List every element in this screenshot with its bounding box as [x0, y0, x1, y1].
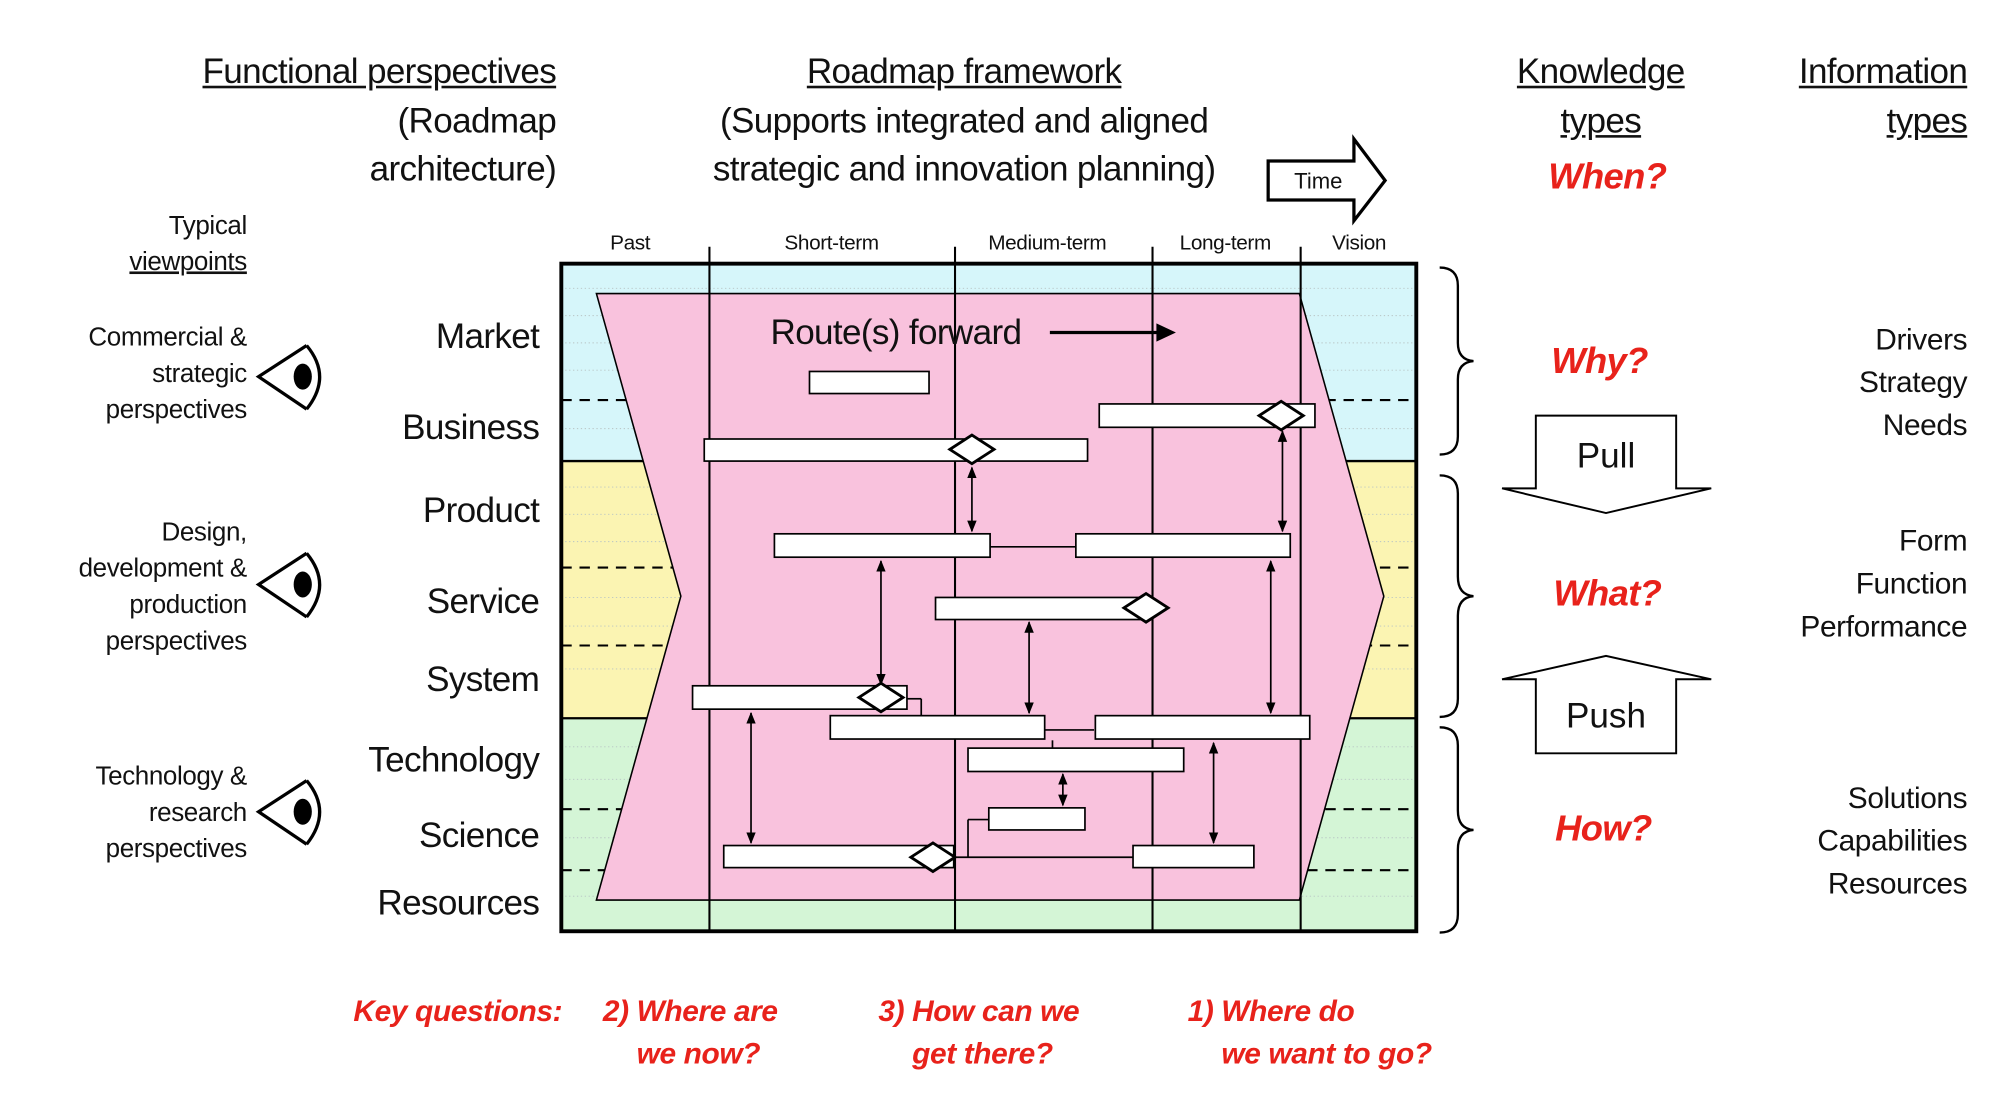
eye-icon-commercial: [255, 344, 322, 411]
milestone-diamonds: [856, 399, 1306, 874]
layer-label-technology: Technology: [368, 740, 540, 780]
functional-perspectives-sub1: (Roadmap: [397, 101, 557, 141]
eye-icon-design: [255, 551, 322, 619]
perspective-commercial: Commercial & strategic perspectives: [88, 323, 247, 425]
push-arrow-icon: [1501, 654, 1712, 755]
key-question-3: 3) How can we get there?: [878, 993, 1080, 1071]
activity-bars: [691, 370, 1316, 869]
layer-label-business: Business: [402, 407, 540, 447]
layer-label-science: Science: [418, 815, 540, 855]
roadmap-framework-sub1: (Supports integrated and aligned: [719, 101, 1209, 141]
knowledge-types-heading-1: Knowledge: [1516, 51, 1685, 91]
connectors: [906, 545, 1134, 859]
info-types-drivers: Drivers Strategy Needs: [1859, 322, 1968, 442]
key-question-2: 2) Where are we now?: [602, 993, 778, 1071]
eye-icon-technology: [255, 779, 322, 846]
information-types-heading-1: Information: [1798, 51, 1968, 91]
time-label: Time: [1294, 168, 1343, 194]
info-types-form: Form Function Performance: [1800, 523, 1968, 643]
layer-label-market: Market: [435, 316, 540, 356]
layer-label-resources: Resources: [377, 883, 540, 923]
layer-label-system: System: [426, 659, 540, 699]
info-types-solutions: Solutions Capabilities Resources: [1817, 780, 1968, 901]
functional-perspectives-sub2: architecture): [369, 149, 557, 189]
roadmap-framework-heading: Roadmap framework: [806, 51, 1122, 91]
key-question-1: 1) Where do we want to go?: [1187, 993, 1433, 1071]
perspective-design: Design, development & production perspec…: [78, 518, 248, 656]
pull-label: Pull: [1576, 436, 1636, 476]
functional-perspectives-heading: Functional perspectives: [202, 51, 557, 91]
timeline-medium-term: Medium-term: [988, 232, 1107, 255]
knowledge-why: Why?: [1551, 340, 1648, 381]
knowledge-how: How?: [1555, 807, 1652, 849]
pull-arrow-icon: [1501, 414, 1712, 515]
dependency-arrows: [746, 430, 1288, 845]
viewpoints-label-2: viewpoints: [129, 248, 247, 277]
information-types-heading-2: types: [1886, 101, 1968, 141]
timeline-long-term: Long-term: [1179, 232, 1272, 255]
knowledge-what: What?: [1553, 572, 1662, 614]
knowledge-types-heading-2: types: [1560, 101, 1642, 141]
roadmap-framework-sub2: strategic and innovation planning): [712, 149, 1216, 189]
right-braces: [1439, 266, 1474, 934]
push-label: Push: [1566, 696, 1646, 736]
timeline-past: Past: [610, 232, 651, 255]
layer-label-service: Service: [426, 581, 540, 621]
timeline-vision: Vision: [1332, 232, 1387, 255]
timeline-short-term: Short-term: [784, 232, 879, 255]
route-forward-label: Route(s) forward: [770, 313, 1023, 352]
knowledge-when: When?: [1548, 155, 1667, 197]
layer-label-product: Product: [422, 490, 540, 530]
viewpoints-label-1: Typical: [168, 211, 248, 241]
perspective-technology: Technology & research perspectives: [95, 762, 248, 864]
key-questions-label: Key questions:: [353, 993, 563, 1028]
